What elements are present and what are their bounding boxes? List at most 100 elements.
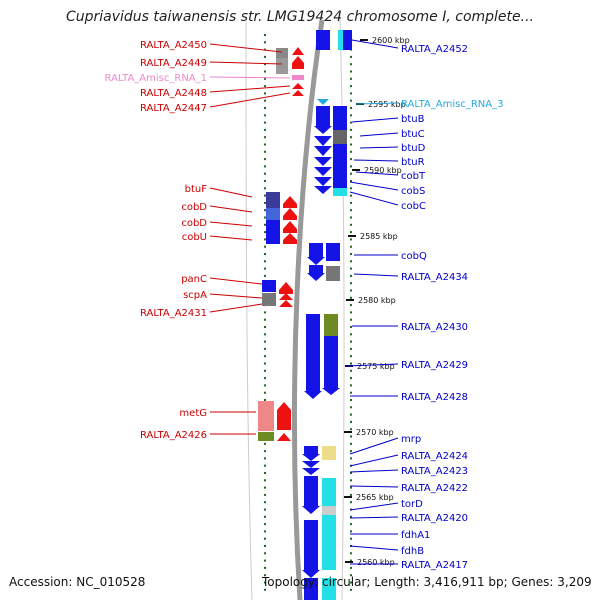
label-leader-line [209,277,263,285]
gene-RALTA_A2428 [304,391,322,399]
track-dot [264,479,266,482]
track-dot [264,493,266,496]
gene-metG-block [258,401,274,431]
track-dot [264,55,266,58]
gene-label-cobQ[interactable]: cobQ [401,251,427,262]
backbone-outer-ring [339,19,345,600]
gene-label-RALTA_A2426[interactable]: RALTA_A2426 [140,430,207,441]
gene-label-btuR[interactable]: btuR [401,157,425,168]
gene-label-RALTA_A2434[interactable]: RALTA_A2434 [401,272,468,283]
track-dot [264,464,266,467]
label-leader-line [349,437,399,455]
gene-cobC [333,188,347,196]
gene-label-RALTA_A2422[interactable]: RALTA_A2422 [401,483,468,494]
gene-label-fdhB[interactable]: fdhB [401,546,424,557]
gene-label-RALTA_A2431[interactable]: RALTA_A2431 [140,308,207,319]
gene-label-cobD[interactable]: cobD [181,202,207,213]
track-dot [264,515,266,518]
label-leader-line [345,363,399,367]
gene-label-scpA[interactable]: scpA [183,290,207,301]
track-dot [350,136,352,139]
gene-RALTA_A2429 [306,336,320,391]
label-leader-line [349,181,399,191]
track-dot [350,413,352,416]
gene-btuD [314,136,332,146]
gene-label-RALTA_A2428[interactable]: RALTA_A2428 [401,392,468,403]
gene-label-btuD[interactable]: btuD [401,143,426,154]
track-dot [264,530,266,533]
track-dot [350,493,352,496]
track-dot [264,318,266,321]
gene-label-RALTA_A2424[interactable]: RALTA_A2424 [401,451,468,462]
track-dot [350,326,352,328]
track-dot [350,128,352,131]
gene-label-RALTA_A2450[interactable]: RALTA_A2450 [140,40,207,51]
scale-tick-label: 2565 kbp [356,493,394,502]
track-dot [264,107,266,109]
gene-label-mrp[interactable]: mrp [401,434,421,445]
gene-label-RALTA_A2430[interactable]: RALTA_A2430 [401,322,468,333]
gene-label-fdhA1[interactable]: fdhA1 [401,530,430,541]
track-dot [350,231,352,234]
gene-label-RALTA_A2423[interactable]: RALTA_A2423 [401,466,468,477]
track-dot [350,566,352,569]
track-dot [264,172,266,175]
scale-tick-label: 2580 kbp [358,296,396,305]
track-dot [264,77,266,80]
gene-label-RALTA_A2420[interactable]: RALTA_A2420 [401,513,468,524]
gene-label-RALTA_A2449[interactable]: RALTA_A2449 [140,58,207,69]
gene-label-cobT[interactable]: cobT [401,171,426,182]
track-dot [350,501,352,504]
label-leader-line [351,117,399,123]
track-dot [264,128,266,131]
gene-label-btuB[interactable]: btuB [401,114,425,125]
track-dot [264,201,266,204]
gene-RALTA_A2447 [292,90,304,96]
track-dot [264,136,266,139]
track-dot [264,165,266,168]
track-dot [350,450,352,453]
track-dot [350,201,352,204]
accession-label: Accession: NC_010528 [9,575,146,589]
gene-label-RALTA_A2447[interactable]: RALTA_A2447 [140,103,207,114]
track-dot [350,70,352,73]
track-dot [264,523,266,526]
gene-label-btuC[interactable]: btuC [401,129,425,140]
label-leader-line [209,303,263,313]
gene-label-RALTA_A2452[interactable]: RALTA_A2452 [401,44,468,55]
forward-strand-track [302,30,352,600]
track-dot [264,63,266,66]
gene-panC-block [262,280,276,292]
track-dot [264,574,266,577]
gene-label-RALTA_A2417[interactable]: RALTA_A2417 [401,560,468,571]
track-dot [264,274,266,277]
scale-tick-label: 2595 kbp [368,100,406,109]
gene-label-cobC[interactable]: cobC [401,201,426,212]
gene-label-RALTA_Amisc_RNA_3[interactable]: RALTA_Amisc_RNA_3 [401,99,503,110]
gene-label-cobU[interactable]: cobU [182,232,207,243]
gene-label-RALTA_A2429[interactable]: RALTA_A2429 [401,360,468,371]
track-dot [264,347,266,350]
track-dot [264,223,266,226]
gene-label-panC[interactable]: panC [181,274,207,285]
gene-label-cobD[interactable]: cobD [181,218,207,229]
gene-RALTA_A2422 [304,476,318,506]
gene-RALTA_A2431 [279,300,293,307]
left-gene-labels: RALTA_A2450RALTA_A2449RALTA_Amisc_RNA_1R… [105,40,291,441]
track-dot [350,296,352,299]
backbone-inner-arc [245,19,253,600]
gene-label-btuF[interactable]: btuF [185,184,208,195]
gene-btuR [333,144,347,162]
track-dot [350,216,352,219]
gene-RALTA_A2420 [322,515,336,521]
gene-label-cobS[interactable]: cobS [401,186,425,197]
gene-label-torD[interactable]: torD [401,499,423,510]
gene-label-RALTA_Amisc_RNA_1[interactable]: RALTA_Amisc_RNA_1 [105,73,207,84]
label-leader-line [351,39,399,49]
track-dot [264,143,266,146]
gene-label-metG[interactable]: metG [179,408,207,419]
gene-scpA-block [262,293,276,306]
track-dot [350,457,352,460]
gene-label-RALTA_A2448[interactable]: RALTA_A2448 [140,88,207,99]
